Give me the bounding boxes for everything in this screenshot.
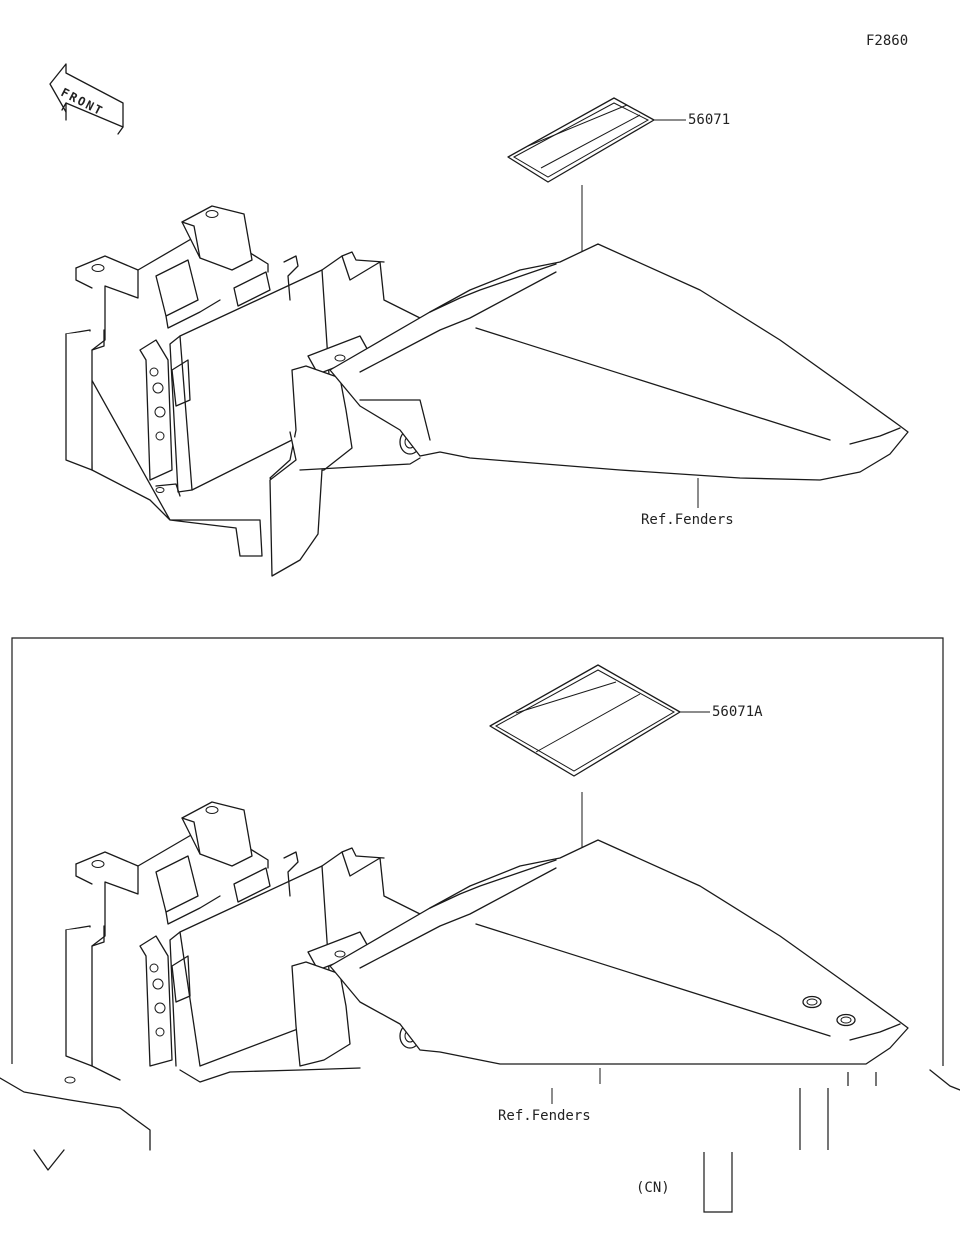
front-arrow-icon: FRONT: [49, 63, 124, 135]
upper-assembly: 56071: [65, 97, 909, 577]
label-sticker-lower: [489, 664, 681, 777]
lower-panel-frame: [11, 637, 944, 1213]
ref-fenders-upper: Ref.Fenders: [641, 512, 734, 528]
ref-fenders-lower: Ref.Fenders: [498, 1108, 591, 1124]
region-label-cn: (CN): [636, 1180, 670, 1196]
rear-fender-lower: [329, 839, 909, 1065]
mudguard-bracket-upper: [65, 205, 431, 577]
diagram-code: F2860: [866, 33, 908, 49]
lower-assembly: 56071A: [0, 664, 960, 1196]
mudguard-bracket-lower: [65, 801, 431, 1081]
part-number-56071: 56071: [688, 112, 730, 128]
label-sticker-upper: [507, 97, 655, 183]
rear-fender-upper: [329, 243, 909, 481]
lower-fragment: [0, 1067, 960, 1171]
part-number-56071A: 56071A: [712, 704, 763, 720]
